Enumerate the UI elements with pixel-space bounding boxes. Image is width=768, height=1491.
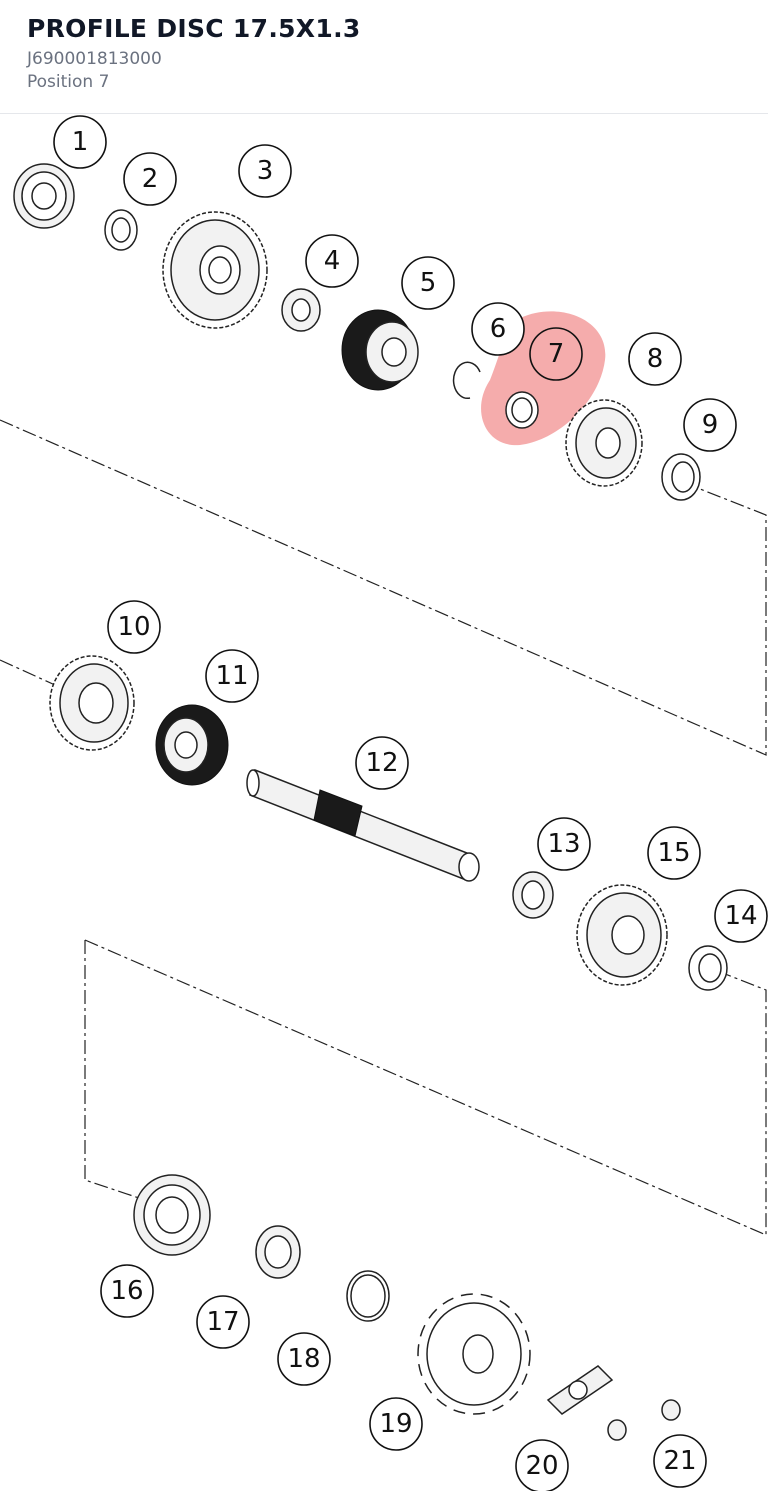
callout-13[interactable]: 13 bbox=[537, 817, 591, 871]
callout-2-text: 2 bbox=[142, 164, 159, 194]
callout-14-text: 14 bbox=[724, 901, 757, 931]
callout-21[interactable]: 21 bbox=[653, 1434, 707, 1488]
part-13-bushing[interactable] bbox=[512, 871, 554, 919]
part-20-lock-plate[interactable] bbox=[546, 1365, 614, 1415]
part-17-seal[interactable] bbox=[255, 1225, 301, 1279]
assembly-guide-upper-left bbox=[0, 659, 56, 686]
callout-17[interactable]: 17 bbox=[196, 1295, 250, 1349]
part-5-gear[interactable] bbox=[341, 309, 419, 391]
part-9-washer[interactable] bbox=[661, 453, 701, 501]
callout-13-text: 13 bbox=[547, 829, 580, 859]
part-8-gear[interactable] bbox=[565, 399, 643, 487]
part-header: PROFILE DISC 17.5X1.3 J690001813000 Posi… bbox=[0, 0, 768, 114]
callout-16-text: 16 bbox=[110, 1276, 143, 1306]
callout-5[interactable]: 5 bbox=[401, 256, 455, 310]
callout-19-text: 19 bbox=[379, 1409, 412, 1439]
part-2-washer[interactable] bbox=[104, 209, 138, 251]
callout-19[interactable]: 19 bbox=[369, 1397, 423, 1451]
callout-17-text: 17 bbox=[206, 1307, 239, 1337]
callout-16[interactable]: 16 bbox=[100, 1264, 154, 1318]
part-21-bolts[interactable] bbox=[607, 1399, 681, 1441]
callout-10[interactable]: 10 bbox=[107, 600, 161, 654]
callout-7[interactable]: 7 bbox=[529, 327, 583, 381]
assembly-guide-lower-left bbox=[84, 940, 146, 1201]
callout-18-text: 18 bbox=[287, 1344, 320, 1374]
callout-14[interactable]: 14 bbox=[714, 889, 768, 943]
callout-3-text: 3 bbox=[257, 156, 274, 186]
callout-15-text: 15 bbox=[657, 838, 690, 868]
callout-11[interactable]: 11 bbox=[205, 649, 259, 703]
callout-12[interactable]: 12 bbox=[355, 736, 409, 790]
part-11-gear[interactable] bbox=[155, 704, 229, 786]
position-label: Position 7 bbox=[27, 72, 110, 92]
part-3-gear[interactable] bbox=[162, 211, 268, 329]
part-4-bushing[interactable] bbox=[281, 288, 321, 332]
part-18-ring[interactable] bbox=[346, 1270, 390, 1322]
callout-7-text: 7 bbox=[548, 339, 565, 369]
callout-4[interactable]: 4 bbox=[305, 234, 359, 288]
callout-20[interactable]: 20 bbox=[515, 1439, 569, 1491]
part-1-bearing[interactable] bbox=[13, 163, 75, 229]
callout-20-text: 20 bbox=[525, 1451, 558, 1481]
callout-8[interactable]: 8 bbox=[628, 332, 682, 386]
part-14-washer[interactable] bbox=[688, 945, 728, 991]
page-title: PROFILE DISC 17.5X1.3 bbox=[27, 14, 361, 43]
part-12-shaft[interactable] bbox=[246, 768, 480, 882]
callout-10-text: 10 bbox=[117, 612, 150, 642]
callout-4-text: 4 bbox=[324, 246, 341, 276]
callout-12-text: 12 bbox=[365, 748, 398, 778]
callout-1-text: 1 bbox=[72, 127, 89, 157]
callout-6[interactable]: 6 bbox=[471, 302, 525, 356]
callout-8-text: 8 bbox=[647, 344, 664, 374]
assembly-guide-upper bbox=[0, 419, 767, 756]
callout-9-text: 9 bbox=[702, 410, 719, 440]
callout-11-text: 11 bbox=[215, 661, 248, 691]
part-19-sprocket[interactable] bbox=[417, 1293, 531, 1415]
part-6-circlip[interactable] bbox=[452, 361, 481, 400]
callout-5-text: 5 bbox=[420, 268, 437, 298]
callout-1[interactable]: 1 bbox=[53, 115, 107, 169]
part-number: J690001813000 bbox=[27, 49, 162, 69]
part-10-gear[interactable] bbox=[49, 655, 135, 751]
part-15-gear[interactable] bbox=[576, 884, 668, 986]
callout-6-text: 6 bbox=[490, 314, 507, 344]
callout-21-text: 21 bbox=[663, 1446, 696, 1476]
callout-18[interactable]: 18 bbox=[277, 1332, 331, 1386]
part-7-profile-disc[interactable] bbox=[505, 391, 539, 429]
callout-3[interactable]: 3 bbox=[238, 144, 292, 198]
callout-2[interactable]: 2 bbox=[123, 152, 177, 206]
callout-9[interactable]: 9 bbox=[683, 398, 737, 452]
part-16-bearing[interactable] bbox=[133, 1174, 211, 1256]
callout-15[interactable]: 15 bbox=[647, 826, 701, 880]
